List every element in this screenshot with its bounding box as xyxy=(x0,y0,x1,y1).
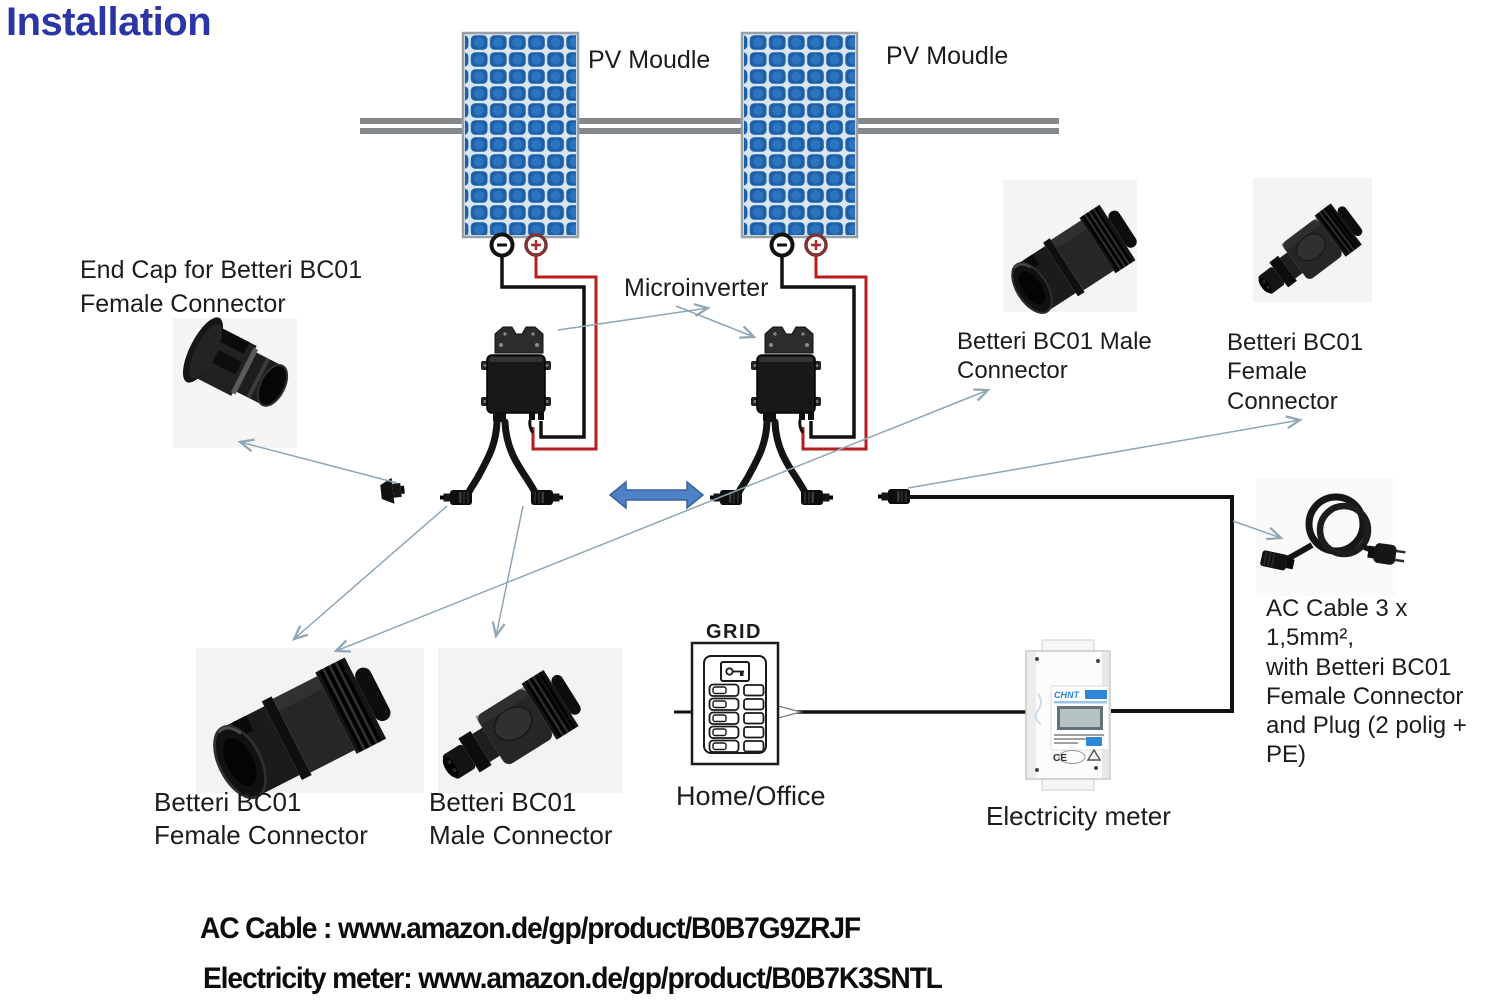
arrow-to-male-photo-bottom xyxy=(491,505,524,639)
breaker-switches xyxy=(708,683,765,753)
arrow-to-female-photo-bottom xyxy=(291,505,448,641)
callout-arrows xyxy=(237,302,1303,653)
ac-cable-callout-label: AC Cable 3 x 1,5mm², with Betteri BC01 F… xyxy=(1266,595,1467,769)
arrow-connector-span xyxy=(333,388,991,653)
pv-module-1-label: PV Moudle xyxy=(588,46,711,74)
arrow-microinverter-1 xyxy=(557,302,711,331)
pv-module-1-graphic xyxy=(461,31,580,239)
meter-watermark xyxy=(1034,693,1042,725)
meter-button xyxy=(1086,737,1102,746)
ac-trunk-line xyxy=(908,495,1234,713)
meter-brand-logo: CHNT xyxy=(1054,690,1080,700)
male-connector-bottom-label: Betteri BC01 Male Connector xyxy=(429,787,613,850)
grid-panel-graphic: GRID xyxy=(674,621,1027,766)
arrow-microinverter-2 xyxy=(675,305,757,339)
rail-top-bar xyxy=(360,118,1059,124)
blue-double-arrow-icon xyxy=(608,480,705,510)
arrow-to-end-cap-photo xyxy=(237,438,398,484)
male-connector-photo-top xyxy=(1000,180,1147,326)
pv-module-2-label: PV Moudle xyxy=(886,42,1009,70)
home-office-label: Home/Office xyxy=(676,781,826,811)
cable-connector-icon xyxy=(1260,550,1295,571)
male-connector-photo-bottom xyxy=(427,648,622,800)
microinverter-label: Microinverter xyxy=(624,274,769,302)
minus-terminal-1 xyxy=(489,232,515,258)
arrow-to-female-label-top xyxy=(907,415,1303,489)
plus-terminal-1 xyxy=(524,233,548,257)
electricity-meter-photo: CHNT CE xyxy=(1025,639,1111,791)
footer-meter-url: Electricity meter: www.amazon.de/gp/prod… xyxy=(203,962,943,995)
pv-module-2-graphic xyxy=(740,31,859,239)
ac-trunk-connector-icon xyxy=(877,488,911,505)
female-connector-photo-bottom xyxy=(196,648,424,814)
minus-terminal-2 xyxy=(769,232,795,258)
rail-bottom-bar xyxy=(360,128,1059,134)
arrow-to-ac-cable-photo xyxy=(1232,520,1284,541)
main-switch-icon xyxy=(720,661,750,682)
grid-label: GRID xyxy=(706,621,762,643)
microinverter-1-graphic xyxy=(440,327,563,505)
panel-terminals xyxy=(489,232,828,258)
footer-ac-cable-url: AC Cable : www.amazon.de/gp/product/B0B7… xyxy=(200,912,861,945)
electricity-meter-label: Electricity meter xyxy=(986,801,1171,831)
end-cap-plug-icon xyxy=(380,477,405,504)
meter-ce-mark: CE xyxy=(1053,753,1067,764)
page-title: Installation xyxy=(6,0,212,44)
plus-terminal-2 xyxy=(804,233,828,257)
schuko-plug-icon xyxy=(1367,543,1406,565)
end-cap-callout-label: End Cap for Betteri BC01 Female Connecto… xyxy=(80,256,363,318)
female-connector-photo-top xyxy=(1245,178,1372,310)
male-connector-top-label: Betteri BC01 Male Connector xyxy=(957,328,1152,385)
female-connector-bottom-label: Betteri BC01 Female Connector xyxy=(154,787,368,850)
mounting-rails xyxy=(360,118,1059,134)
end-cap-photo xyxy=(173,317,297,448)
female-connector-top-label: Betteri BC01 Female Connector xyxy=(1227,329,1364,415)
microinverter-2-graphic xyxy=(710,327,833,505)
